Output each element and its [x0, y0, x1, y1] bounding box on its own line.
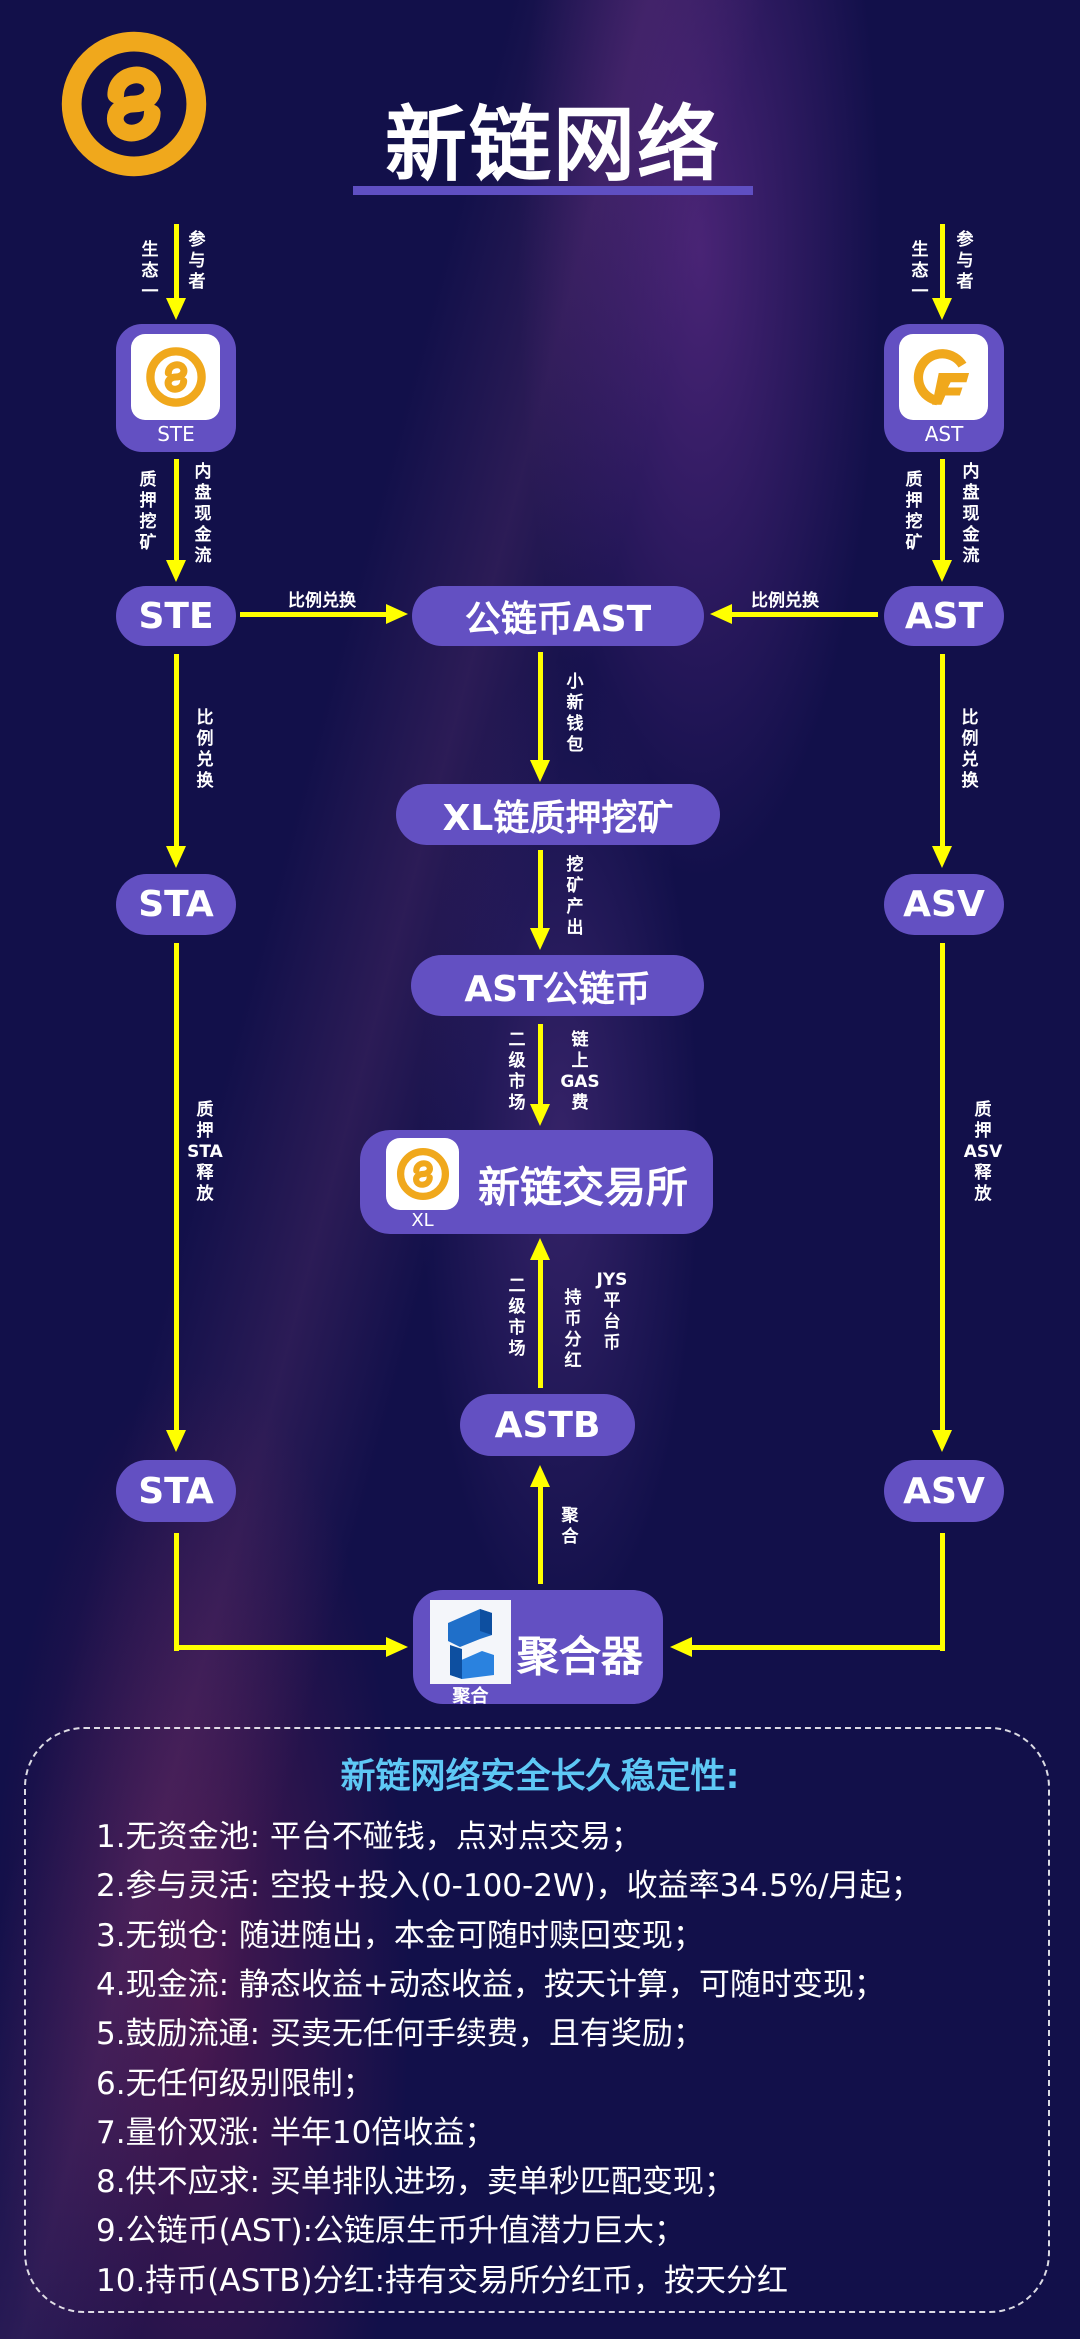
arrow-line — [174, 1533, 179, 1651]
feature-item: 3.无锁仓: 随进随出，本金可随时赎回变现； — [96, 1917, 704, 1954]
arrow-label: 参 与 者 — [188, 230, 206, 292]
arrow-head-down-icon — [932, 298, 952, 320]
ste-logo-icon — [131, 334, 220, 420]
arrow-label: 参 与 者 — [956, 230, 974, 292]
arrow-line — [940, 459, 945, 563]
arrow-line — [174, 224, 179, 304]
arrow-label: 比 例 兑 换 — [961, 708, 979, 791]
arrow-head-down-icon — [166, 560, 186, 582]
arrow-line — [538, 1256, 543, 1388]
asv-node-2[interactable]: ASV — [884, 1460, 1004, 1522]
ast-node[interactable]: AST — [884, 586, 1004, 646]
arrow-head-down-icon — [166, 1430, 186, 1452]
arrow-line — [174, 943, 179, 1433]
arrow-head-down-icon — [932, 1430, 952, 1452]
arrow-label: 二 级 市 场 — [508, 1030, 526, 1113]
sta-node[interactable]: STA — [116, 874, 236, 935]
exchange-label: 新链交易所 — [478, 1163, 689, 1212]
arrow-label: 质 押 挖 矿 — [139, 470, 157, 553]
features-panel — [24, 1727, 1050, 2313]
arrow-head-down-icon — [932, 846, 952, 868]
feature-item: 6.无任何级别限制； — [96, 2065, 374, 2102]
arrow-label: 生 态 一 — [911, 240, 929, 302]
ste-app-node[interactable]: STE — [116, 324, 236, 452]
exchange-node[interactable]: XL 新链交易所 — [360, 1130, 713, 1234]
aggregator-logo-icon — [430, 1600, 511, 1684]
feature-item: 2.参与灵活: 空投+投入(0-100-2W)，收益率34.5%/月起； — [96, 1868, 922, 1905]
arrow-label: 内 盘 现 金 流 — [962, 462, 980, 566]
page-title: 新链网络 — [384, 97, 721, 193]
arrow-head-up-icon — [530, 1238, 550, 1260]
arrow-label: 质 押 挖 矿 — [905, 470, 923, 553]
xl-mining-node[interactable]: XL链质押挖矿 — [396, 784, 720, 845]
arrow-head-left-icon — [670, 1637, 692, 1657]
arrow-head-right-icon — [386, 604, 408, 624]
arrow-head-right-icon — [386, 1637, 408, 1657]
arrow-line — [940, 1533, 945, 1651]
ast-logo-icon — [899, 334, 988, 420]
arrow-line — [538, 652, 543, 762]
ste-node[interactable]: STE — [116, 586, 236, 646]
arrow-label: 聚 合 — [561, 1506, 579, 1547]
ast-app-label: AST — [924, 422, 964, 446]
arrow-label: 链 上 GAS 费 — [560, 1030, 600, 1113]
exchange-icon-label: XL — [411, 1210, 434, 1231]
arrow-line — [538, 1024, 543, 1106]
arrow-label: 小 新 钱 包 — [566, 672, 584, 755]
aggregator-node[interactable]: 聚合 聚合器 — [413, 1590, 663, 1707]
aggregator-label: 聚合器 — [517, 1632, 644, 1681]
feature-item: 5.鼓励流通: 买卖无任何手续费，且有奖励； — [96, 2016, 704, 2053]
arrow-line — [940, 224, 945, 304]
arrow-head-down-icon — [530, 760, 550, 782]
feature-item: 9.公链币(AST):公链原生币升值潜力巨大； — [96, 2213, 686, 2250]
brand-logo — [58, 28, 210, 180]
arrow-head-left-icon — [710, 604, 732, 624]
arrow-line — [240, 612, 390, 617]
arrow-line — [538, 1484, 543, 1584]
arrow-label: 内 盘 现 金 流 — [194, 462, 212, 566]
arrow-head-down-icon — [530, 928, 550, 950]
arrow-line — [174, 459, 179, 563]
ste-app-label: STE — [157, 422, 195, 446]
features-heading: 新链网络安全长久稳定性: — [340, 1757, 740, 1797]
arrow-label: 生 态 一 — [141, 240, 159, 302]
arrow-label: 比例兑换 — [751, 591, 819, 611]
arrow-label: 比例兑换 — [288, 591, 356, 611]
title-underline — [353, 186, 753, 195]
public-chain-ast-node[interactable]: 公链币AST — [412, 586, 704, 646]
feature-item: 10.持币(ASTB)分红:持有交易所分红币，按天分红 — [96, 2262, 789, 2299]
arrow-head-down-icon — [166, 846, 186, 868]
arrow-head-down-icon — [166, 298, 186, 320]
aggregator-icon-label: 聚合 — [452, 1686, 489, 1707]
asv-node[interactable]: ASV — [884, 874, 1004, 935]
arrow-head-down-icon — [530, 1104, 550, 1126]
arrow-head-down-icon — [932, 560, 952, 582]
ast-app-node[interactable]: AST — [884, 324, 1004, 452]
arrow-line — [730, 612, 878, 617]
ast-chain-coin-node[interactable]: AST公链币 — [411, 955, 704, 1016]
arrow-label: 二 级 市 场 — [508, 1276, 526, 1359]
arrow-label: JYS 平 台 币 — [596, 1270, 628, 1353]
arrow-line — [940, 943, 945, 1433]
arrow-line — [690, 1645, 945, 1650]
arrow-line — [538, 850, 543, 930]
arrow-label: 持 币 分 红 — [564, 1288, 582, 1371]
xl-logo-icon — [386, 1138, 459, 1210]
arrow-line — [174, 654, 179, 850]
arrow-label: 质 押 ASV 释 放 — [963, 1100, 1003, 1204]
sta-node-2[interactable]: STA — [116, 1460, 236, 1522]
arrow-head-up-icon — [530, 1465, 550, 1487]
feature-item: 4.现金流: 静态收益+动态收益，按天计算，可随时变现； — [96, 1966, 885, 2003]
feature-item: 1.无资金池: 平台不碰钱，点对点交易； — [96, 1819, 642, 1855]
arrow-line — [940, 654, 945, 850]
feature-item: 8.供不应求: 买单排队进场，卖单秒匹配变现； — [96, 2164, 735, 2201]
arrow-label: 比 例 兑 换 — [196, 708, 214, 791]
arrow-label: 质 押 STA 释 放 — [187, 1100, 223, 1204]
astb-node[interactable]: ASTB — [460, 1394, 635, 1456]
arrow-line — [174, 1645, 390, 1650]
feature-item: 7.量价双涨: 半年10倍收益； — [96, 2114, 496, 2151]
arrow-label: 挖 矿 产 出 — [566, 855, 584, 938]
